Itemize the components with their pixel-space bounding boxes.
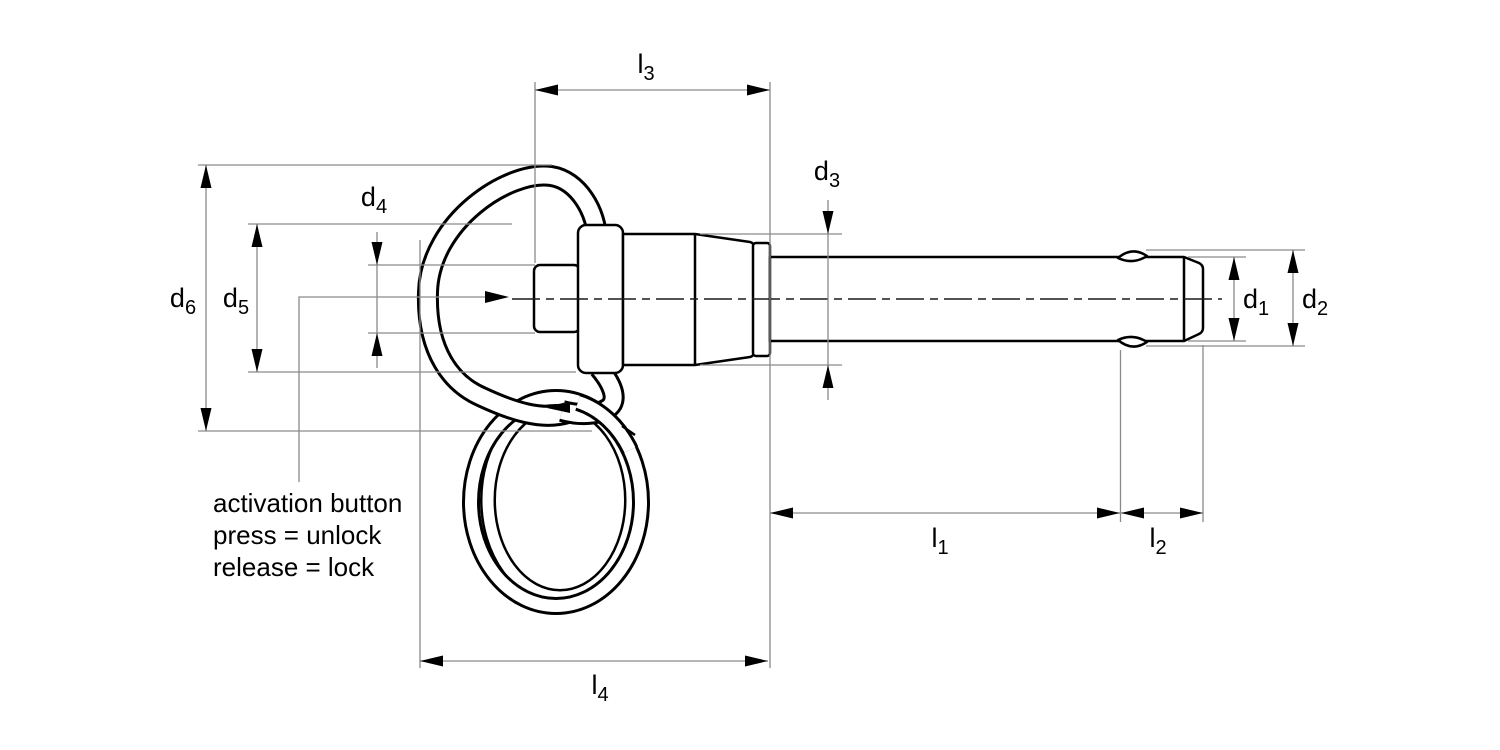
arrowhead	[1180, 507, 1203, 519]
arrowhead	[251, 349, 263, 372]
dim-l1: l1	[770, 345, 1204, 559]
dim-d6: d6	[170, 164, 592, 432]
note-line-3: release = lock	[213, 552, 375, 582]
dim-d2: d2	[1146, 249, 1328, 347]
arrowhead	[1287, 250, 1299, 273]
pin-geometry	[416, 164, 1222, 615]
pin-handle	[416, 164, 625, 427]
split-ring	[462, 389, 650, 615]
arrowhead	[200, 165, 212, 188]
arrowhead	[200, 408, 212, 431]
dim-label-d2: d2	[1302, 284, 1328, 320]
arrowhead	[1097, 507, 1120, 519]
locking-ball-top	[1116, 250, 1149, 263]
pin-shaft	[768, 255, 1205, 343]
arrowhead	[535, 84, 558, 96]
arrowhead	[822, 365, 834, 388]
arrowhead	[1287, 323, 1299, 346]
dim-label-l1: l1	[931, 523, 948, 559]
note-line-2: press = unlock	[213, 520, 382, 550]
dim-label-l3: l3	[637, 49, 654, 85]
arrowhead	[420, 655, 443, 667]
dim-l4: l4	[419, 240, 768, 706]
arrowhead	[371, 333, 383, 356]
dim-label-l2: l2	[1149, 523, 1166, 559]
locking-ball-bottom	[1116, 335, 1149, 348]
dim-l2: l2	[1121, 507, 1203, 559]
activation-button-note: activation button press = unlock release…	[213, 488, 402, 582]
dim-label-d6: d6	[170, 283, 196, 319]
arrowhead	[770, 507, 793, 519]
dim-label-d1: d1	[1243, 284, 1269, 320]
dim-d3: d3	[700, 156, 842, 400]
dim-l3: l3	[534, 49, 771, 668]
note-line-1: activation button	[213, 488, 402, 518]
split-ring-front-arc	[574, 393, 639, 455]
dim-label-d4: d4	[361, 182, 387, 218]
dim-d4: d4	[361, 182, 535, 368]
arrowhead	[1228, 318, 1240, 341]
arrowhead	[822, 211, 834, 234]
arrowhead	[1121, 507, 1144, 519]
dim-d1: d1	[1188, 256, 1269, 342]
arrowhead	[747, 84, 770, 96]
arrowhead	[251, 224, 263, 247]
arrowhead	[371, 242, 383, 265]
leader-arrowhead	[485, 291, 509, 303]
activation-button-leader	[298, 291, 509, 482]
handle-wire-end-tip	[547, 402, 570, 413]
dim-label-d5: d5	[223, 283, 249, 319]
split-ring-gap-notch	[621, 424, 636, 437]
dim-label-l4: l4	[591, 670, 608, 706]
dim-label-d3: d3	[814, 156, 840, 192]
dimensions: l3 d6 d5 d4 d3	[170, 49, 1328, 706]
arrowhead	[745, 655, 768, 667]
arrowhead	[1228, 257, 1240, 280]
dim-d5: d5	[223, 223, 576, 373]
